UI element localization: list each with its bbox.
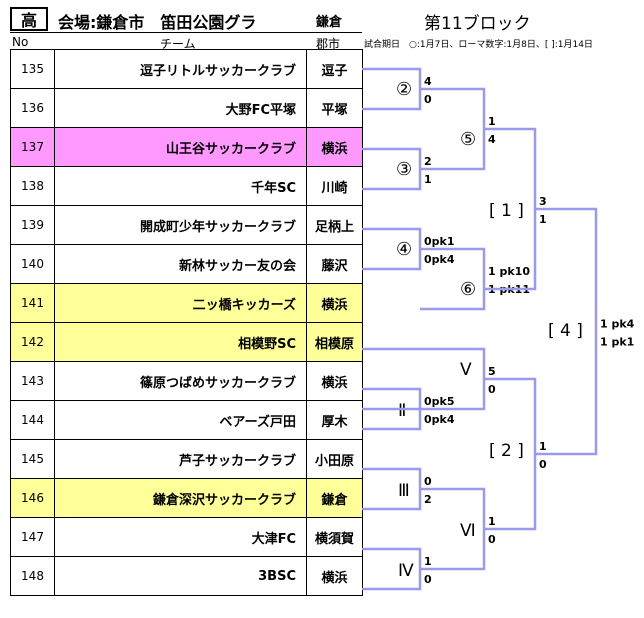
match-label: [ 4 ] — [548, 321, 583, 341]
match-score-bottom: 2 — [424, 493, 432, 506]
team-no: 137 — [10, 127, 55, 167]
match-score-top: 1 pk10 — [488, 265, 530, 278]
team-region: 相模原 — [306, 322, 363, 362]
column-header-no: No — [12, 35, 29, 49]
team-region: 横浜 — [306, 127, 363, 167]
match-score-top: 1 pk4 — [600, 318, 635, 331]
team-no: 141 — [10, 283, 55, 323]
team-region: 川崎 — [306, 166, 363, 206]
schedule-note: 試合期日 ○:1月7日、ローマ数字:1月8日、[ ]:1月14日 — [364, 40, 593, 50]
match-score-bottom: 0 — [424, 93, 432, 106]
team-no: 135 — [10, 49, 55, 89]
match-label: ⑤ — [460, 129, 476, 150]
team-no: 144 — [10, 400, 55, 440]
bracket-connector — [362, 467, 422, 511]
match-label: [ 2 ] — [489, 441, 524, 461]
match-score-top: 5 — [488, 365, 496, 378]
team-name: ベアーズ戸田 — [54, 400, 307, 440]
match-score-bottom: 0 — [424, 573, 432, 586]
team-no: 147 — [10, 517, 55, 557]
match-score-top: 1 — [488, 515, 496, 528]
match-label: ⑥ — [460, 279, 476, 300]
team-name: 大津FC — [54, 517, 307, 557]
team-name: 開成町少年サッカークラブ — [54, 205, 307, 245]
match-score-bottom: 4 — [488, 133, 496, 146]
match-label: Ⅵ — [460, 521, 476, 541]
team-region: 藤沢 — [306, 244, 363, 284]
match-score-bottom: 1 — [424, 173, 432, 186]
match-label: [ 1 ] — [489, 201, 524, 221]
team-region: 平塚 — [306, 88, 363, 128]
level-badge: 高 — [10, 7, 48, 31]
team-name: 山王谷サッカークラブ — [54, 127, 307, 167]
team-name: 3BSC — [54, 556, 307, 596]
match-label: ② — [396, 79, 412, 100]
match-label: Ⅳ — [398, 561, 414, 581]
match-score-bottom: 0 — [488, 533, 496, 546]
team-name: 芦子サッカークラブ — [54, 439, 307, 479]
venue-city: 鎌倉 — [316, 15, 343, 30]
match-label: Ⅴ — [460, 360, 472, 380]
match-score-bottom: 1 — [539, 213, 547, 226]
match-score-top: 1 — [424, 555, 432, 568]
match-label: ④ — [396, 239, 412, 260]
team-region: 横須賀 — [306, 517, 363, 557]
header-divider — [10, 32, 362, 33]
team-region: 横浜 — [306, 556, 363, 596]
team-region: 鎌倉 — [306, 478, 363, 518]
bracket-connector — [420, 247, 486, 311]
match-label: ③ — [396, 159, 412, 180]
match-score-top: 0 — [424, 475, 432, 488]
match-score-bottom: 0pk4 — [424, 253, 455, 266]
team-no: 138 — [10, 166, 55, 206]
team-name: 大野FC平塚 — [54, 88, 307, 128]
match-score-top: 4 — [424, 75, 432, 88]
match-score-bottom: 0pk4 — [424, 413, 455, 426]
match-score-bottom: 0 — [539, 458, 547, 471]
match-score-bottom: 1 pk1 — [600, 336, 634, 349]
match-label: Ⅱ — [398, 401, 406, 421]
match-score-top: 1 — [539, 440, 547, 453]
match-score-top: 1 — [488, 115, 496, 128]
column-header-team: チーム — [160, 37, 196, 51]
team-region: 小田原 — [306, 439, 363, 479]
bracket-connector — [535, 207, 598, 456]
match-score-bottom: 0 — [488, 383, 496, 396]
match-label: Ⅲ — [398, 481, 410, 501]
venue-title: 会場:鎌倉市 笛田公園グラ — [58, 13, 257, 32]
team-region: 足柄上 — [306, 205, 363, 245]
match-score-top: 2 — [424, 155, 432, 168]
team-name: 相模野SC — [54, 322, 307, 362]
team-no: 145 — [10, 439, 55, 479]
team-name: 逗子リトルサッカークラブ — [54, 49, 307, 89]
match-score-top: 3 — [539, 195, 547, 208]
match-score-top: 0pk1 — [424, 235, 455, 248]
team-no: 148 — [10, 556, 55, 596]
block-title: 第11ブロック — [424, 14, 531, 34]
match-score-top: 0pk5 — [424, 395, 455, 408]
column-header-region: 郡市 — [316, 37, 341, 51]
